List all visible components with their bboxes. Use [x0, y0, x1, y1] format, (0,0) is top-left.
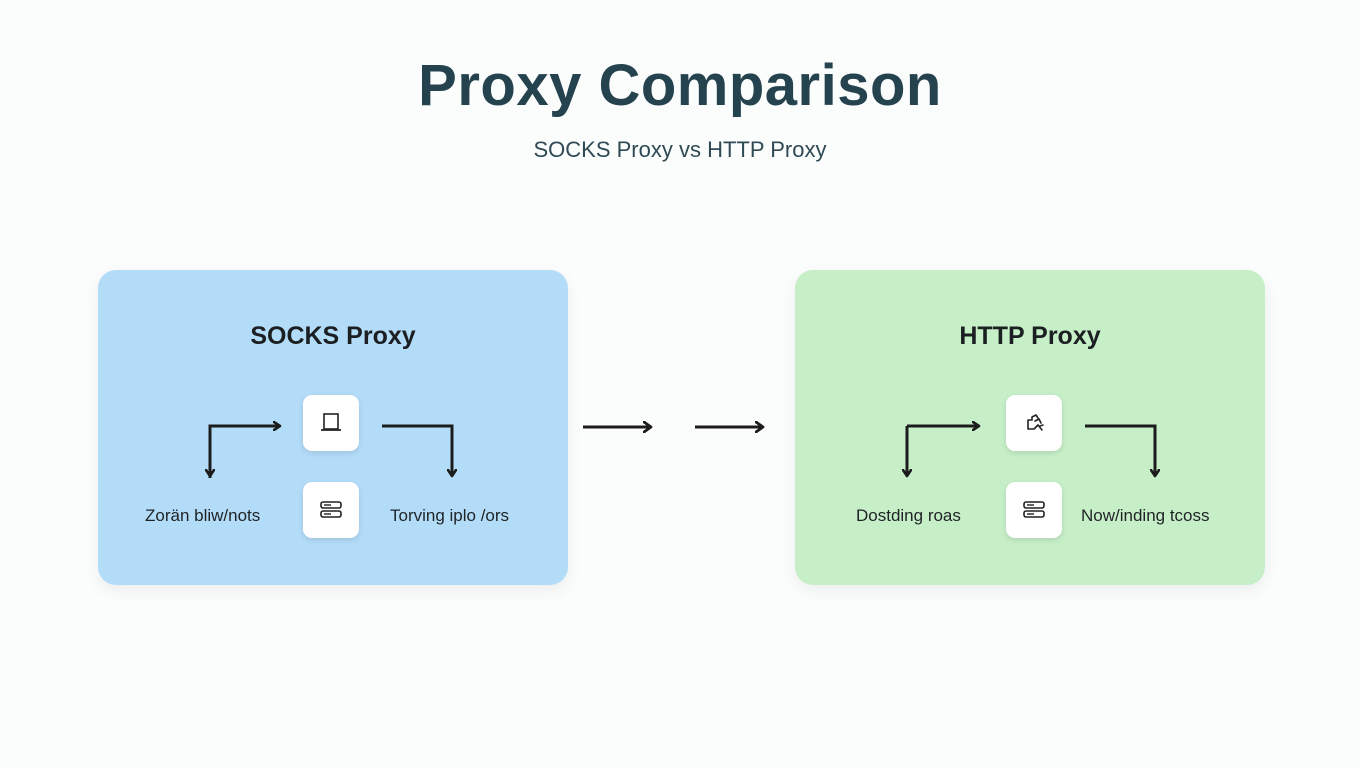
- socks-proxy-title: SOCKS Proxy: [250, 322, 416, 350]
- http-right-label: Now/inding tcoss: [1081, 506, 1210, 525]
- socks-right-label: Torving iplo /ors: [390, 506, 510, 525]
- laptop-icon: [321, 413, 341, 431]
- socks-flow-arrows: [98, 270, 568, 478]
- http-left-label: Dostding roas: [856, 506, 961, 525]
- comparison-arrows: [583, 405, 775, 449]
- http-server-node: [1006, 482, 1062, 538]
- http-flow-arrows: [795, 270, 1265, 585]
- socks-left-arrow: [208, 426, 280, 478]
- http-client-node: [1006, 395, 1062, 451]
- page-subtitle: SOCKS Proxy vs HTTP Proxy: [533, 137, 827, 162]
- http-proxy-card: HTTP Proxy Dostding roas Now/inding tcos…: [795, 270, 1265, 585]
- server-icon: [1023, 501, 1045, 518]
- socks-client-node: [303, 395, 359, 451]
- http-proxy-title: HTTP Proxy: [959, 322, 1101, 350]
- socks-proxy-card: SOCKS Proxy Zorän bliw/nots Torving ipl…: [98, 270, 568, 585]
- page-title: Proxy Comparison: [418, 53, 942, 118]
- socks-left-label: Zorän bliw/nots: [145, 506, 261, 525]
- socks-right-arrow: [382, 424, 452, 476]
- hand-pointer-icon: [1027, 414, 1044, 431]
- socks-server-node: [303, 482, 359, 538]
- http-right-arrow: [1085, 424, 1155, 476]
- server-icon: [320, 501, 342, 518]
